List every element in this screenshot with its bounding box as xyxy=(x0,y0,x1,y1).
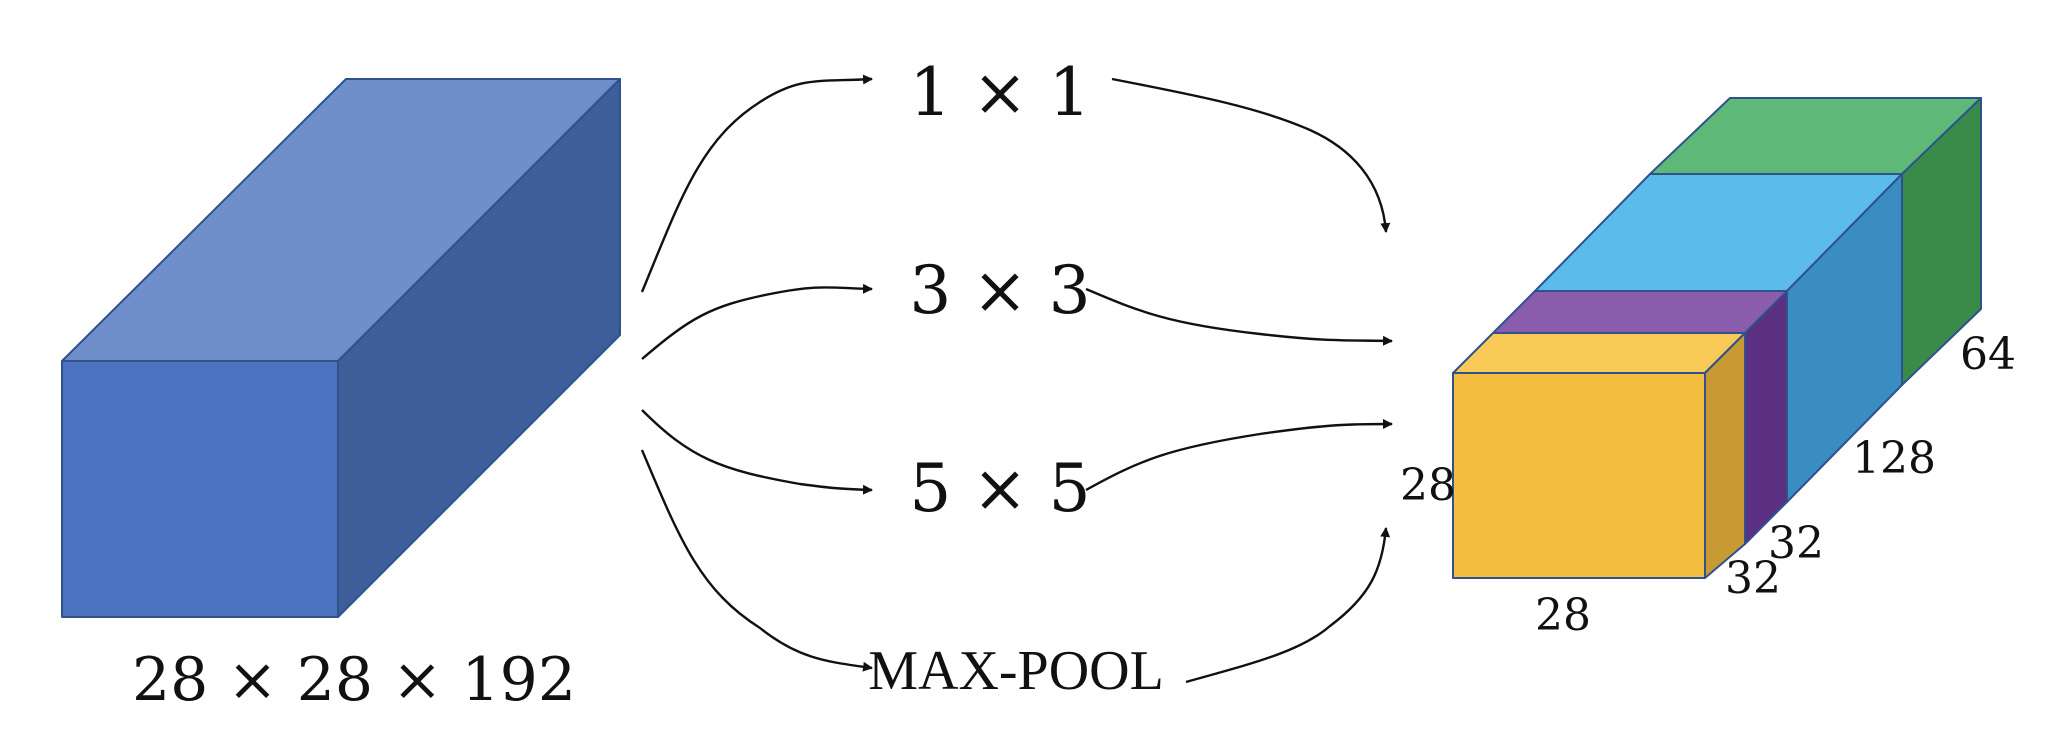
branch-maxpool-label: MAX-POOL xyxy=(868,640,1164,702)
output-yellow-front xyxy=(1452,372,1706,579)
output-yellow-top xyxy=(1452,332,1746,374)
arrow-1x1-to-output xyxy=(1111,77,1391,233)
arrow-input-to-3x3 xyxy=(641,283,873,360)
output-volume xyxy=(1452,97,1982,579)
arrow-input-to-5x5 xyxy=(641,409,873,495)
input-volume-front xyxy=(61,360,339,618)
output-width-label: 28 xyxy=(1535,590,1591,641)
output-depth-label-purple: 32 xyxy=(1768,518,1824,569)
output-yellow-side xyxy=(1704,332,1746,579)
arrow-input-to-1x1 xyxy=(640,74,873,293)
arrow-3x3-to-output xyxy=(1085,287,1393,346)
output-depth-label-cyan: 128 xyxy=(1852,433,1936,484)
output-height-label: 28 xyxy=(1400,460,1456,511)
input-volume xyxy=(61,78,621,618)
arrow-maxpool-to-output xyxy=(1185,527,1391,684)
arrow-input-to-maxpool xyxy=(640,449,873,672)
output-purple-side xyxy=(1744,290,1788,545)
branch-3x3-label: 3 × 3 xyxy=(909,252,1090,329)
branch-1x1-label: 1 × 1 xyxy=(909,54,1090,131)
arrow-5x5-to-output xyxy=(1085,419,1393,492)
branch-5x5-label: 5 × 5 xyxy=(909,450,1090,527)
input-volume-label: 28 × 28 × 192 xyxy=(132,645,576,715)
output-purple-top xyxy=(1492,290,1788,334)
output-depth-label-green: 64 xyxy=(1960,329,2016,380)
output-depth-label-yellow: 32 xyxy=(1725,553,1781,604)
